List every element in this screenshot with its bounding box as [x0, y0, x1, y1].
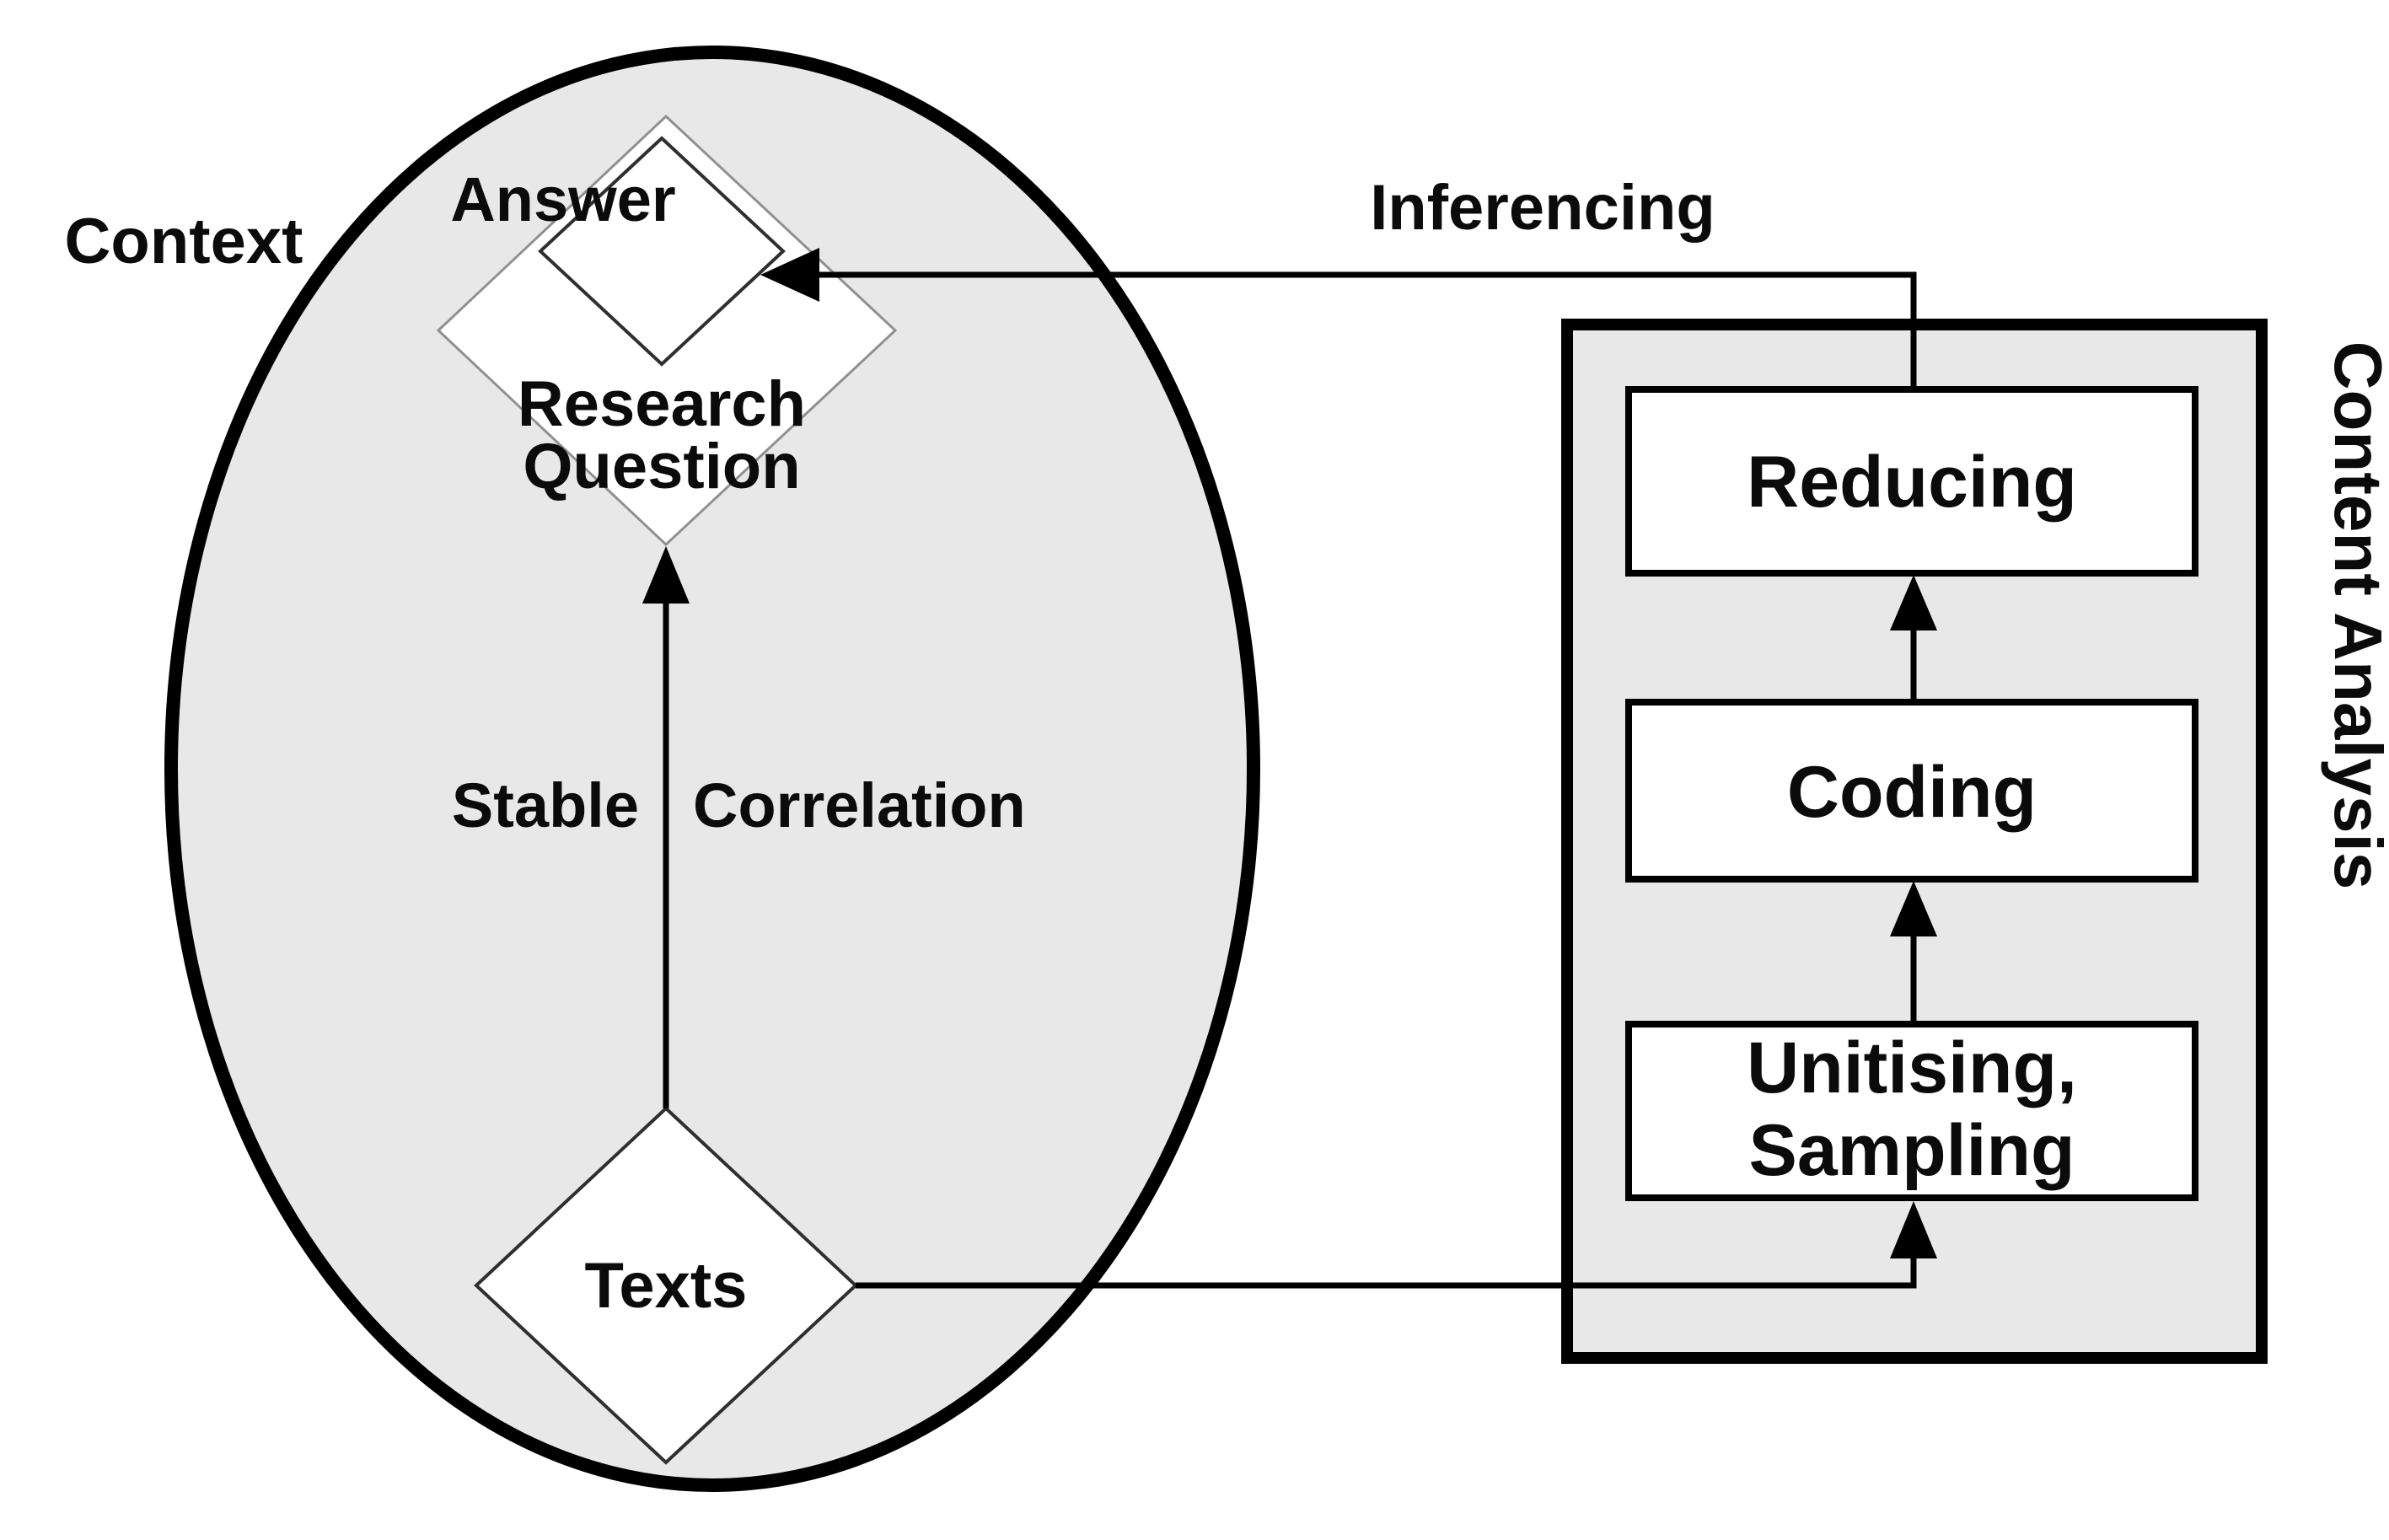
- stable-correlation-arrowhead: [642, 546, 690, 604]
- unitising-sampling-label-line2: Sampling: [1748, 1110, 2075, 1191]
- unitising-sampling-label-line1: Unitising,: [1747, 1028, 2077, 1108]
- stable-correlation-label-right: Correlation: [693, 770, 1026, 840]
- inferencing-arrow: Inferencing: [760, 172, 1917, 389]
- reducing-step: Reducing: [1625, 386, 2198, 577]
- coding-to-reducing-arrow: [1890, 575, 1937, 702]
- inferencing-label: Inferencing: [1370, 172, 1715, 244]
- stable-correlation-label-left: Stable: [452, 770, 639, 840]
- coding-step: Coding: [1625, 699, 2198, 883]
- texts-to-unitising-arrow: [856, 1201, 1937, 1289]
- research-question-label-line2: Question: [523, 431, 800, 502]
- coding-label: Coding: [1787, 752, 2037, 833]
- unitising-sampling-box: [1625, 1021, 2198, 1201]
- context-region-group: Context: [65, 46, 1260, 1492]
- context-label: Context: [65, 206, 303, 277]
- stable-correlation-arrow: Stable Correlation: [452, 546, 1026, 1108]
- unitising-sampling-step: Unitising, Sampling: [1625, 1021, 2198, 1201]
- unitising-to-coding-arrow: [1890, 881, 1937, 1024]
- texts-to-unitising-arrow-line: [856, 1255, 1917, 1289]
- context-ellipse: [164, 46, 1260, 1492]
- answer-diamond: [538, 136, 786, 367]
- coding-to-reducing-arrowhead: [1890, 575, 1937, 630]
- texts-to-unitising-arrowhead: [1890, 1201, 1937, 1258]
- research-question-label-line1: Research: [518, 368, 806, 440]
- unitising-to-coding-arrowhead: [1890, 881, 1937, 936]
- texts-diamond: [474, 1106, 858, 1465]
- answer-label: Answer: [450, 164, 675, 234]
- inferencing-arrowhead: [760, 248, 819, 302]
- texts-label: Texts: [585, 1250, 748, 1322]
- reducing-label: Reducing: [1747, 442, 2077, 523]
- reducing-box: [1625, 386, 2198, 577]
- inferencing-arrow-line: [814, 271, 1917, 389]
- content-analysis-label: Content Analysis: [2321, 341, 2389, 889]
